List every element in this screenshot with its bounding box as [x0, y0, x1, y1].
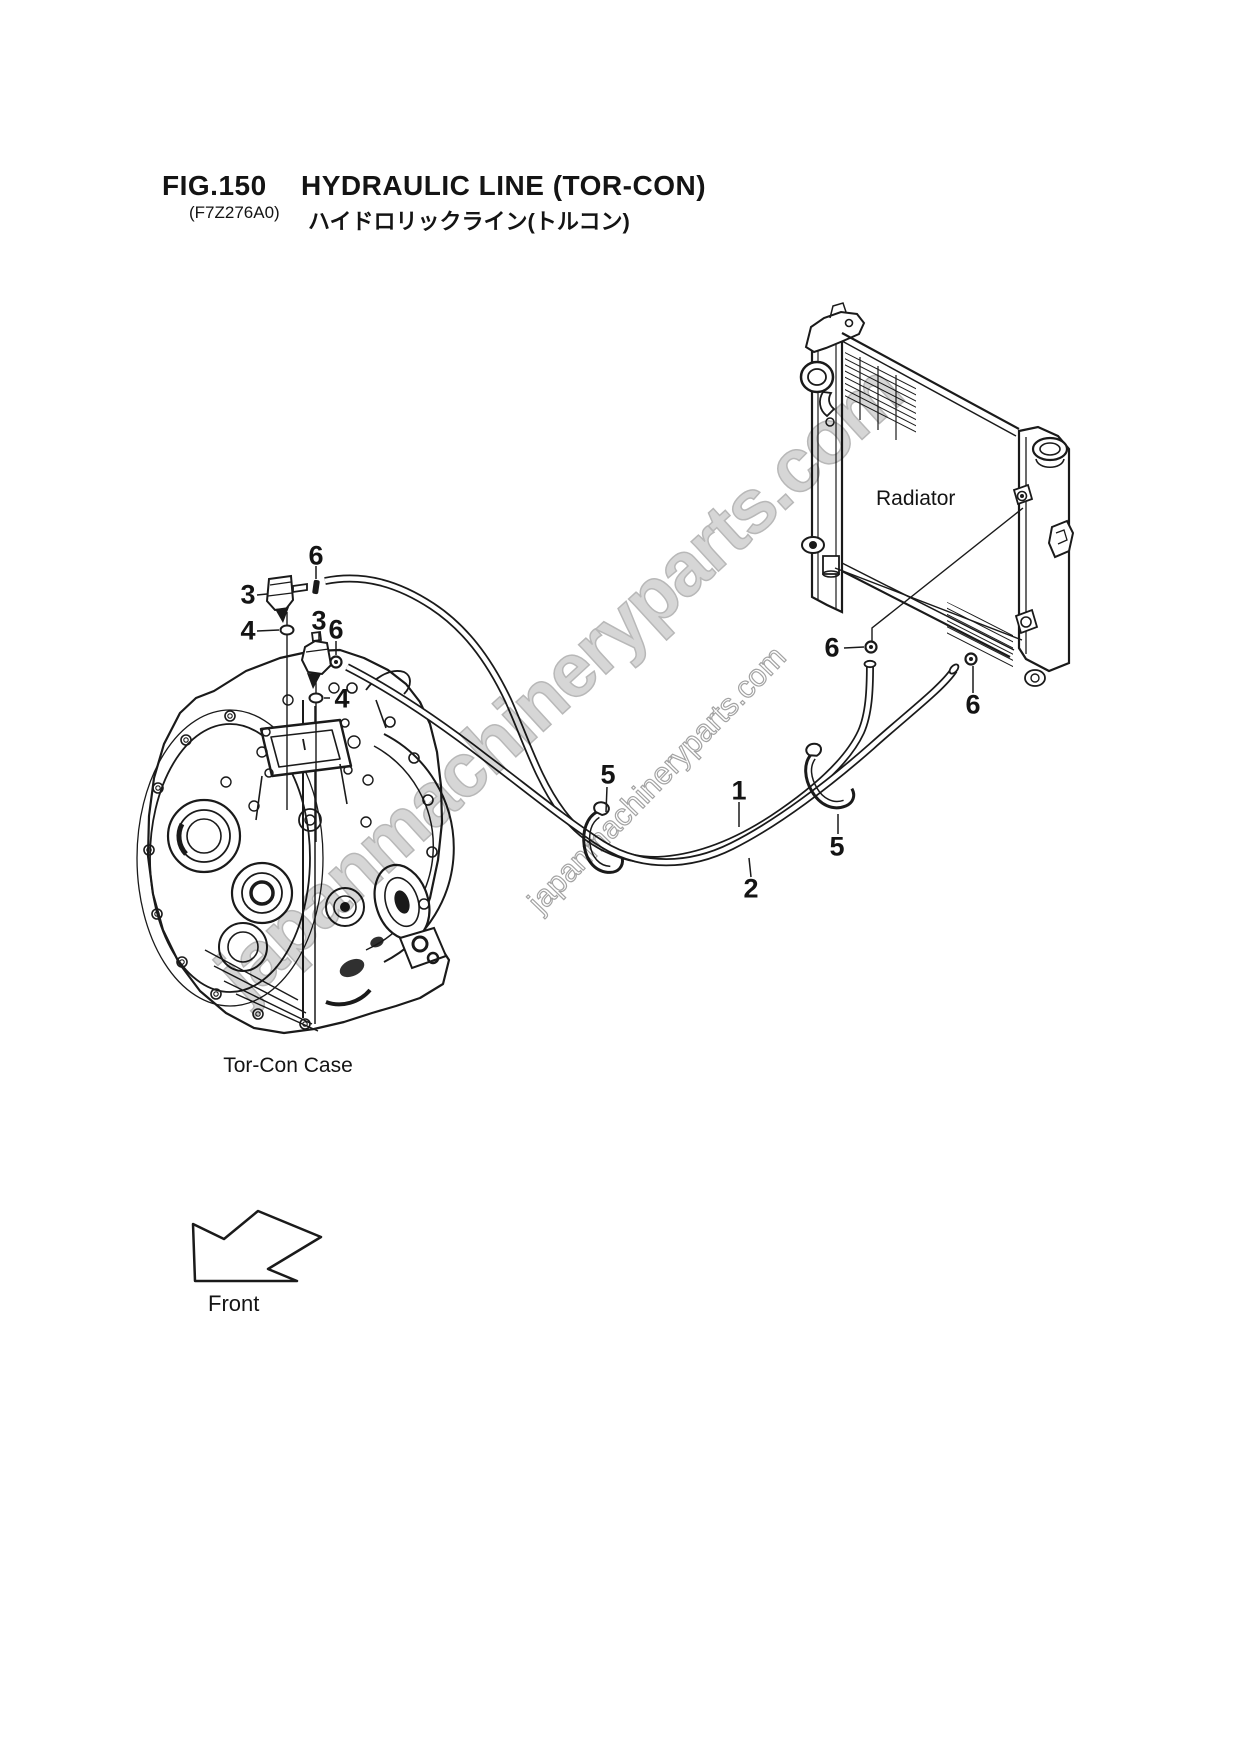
callout-4b: 4 [334, 683, 350, 714]
torcon-case-label: Tor-Con Case [223, 1054, 353, 1077]
hydraulic-hoses [325, 579, 960, 863]
figure-title: HYDRAULIC LINE (TOR-CON) [301, 170, 707, 201]
torcon-case-drawing [136, 648, 455, 1035]
callout-1: 1 [731, 775, 747, 806]
front-label: Front [208, 1291, 260, 1316]
radiator-label: Radiator [876, 487, 956, 510]
callout-6a: 6 [308, 540, 324, 571]
callout-3a: 3 [240, 579, 256, 610]
callout-2: 2 [743, 873, 759, 904]
radiator-drawing [799, 302, 1075, 687]
figure-code: (F7Z276A0) [189, 203, 280, 222]
callout-4a: 4 [240, 615, 256, 646]
callout-6b: 6 [328, 614, 344, 645]
figure-number: FIG.150 [162, 170, 267, 201]
callout-6d: 6 [965, 689, 981, 720]
callout-5b: 5 [829, 831, 845, 862]
callout-6c: 6 [824, 632, 840, 663]
front-direction-arrow [191, 1209, 323, 1283]
callout-5a: 5 [600, 759, 616, 790]
callout-3b: 3 [311, 605, 327, 636]
figure-title-japanese: ハイドロリックライン(トルコン) [308, 209, 630, 234]
connection-lines [286, 507, 1024, 842]
leader-lines [256, 566, 974, 878]
